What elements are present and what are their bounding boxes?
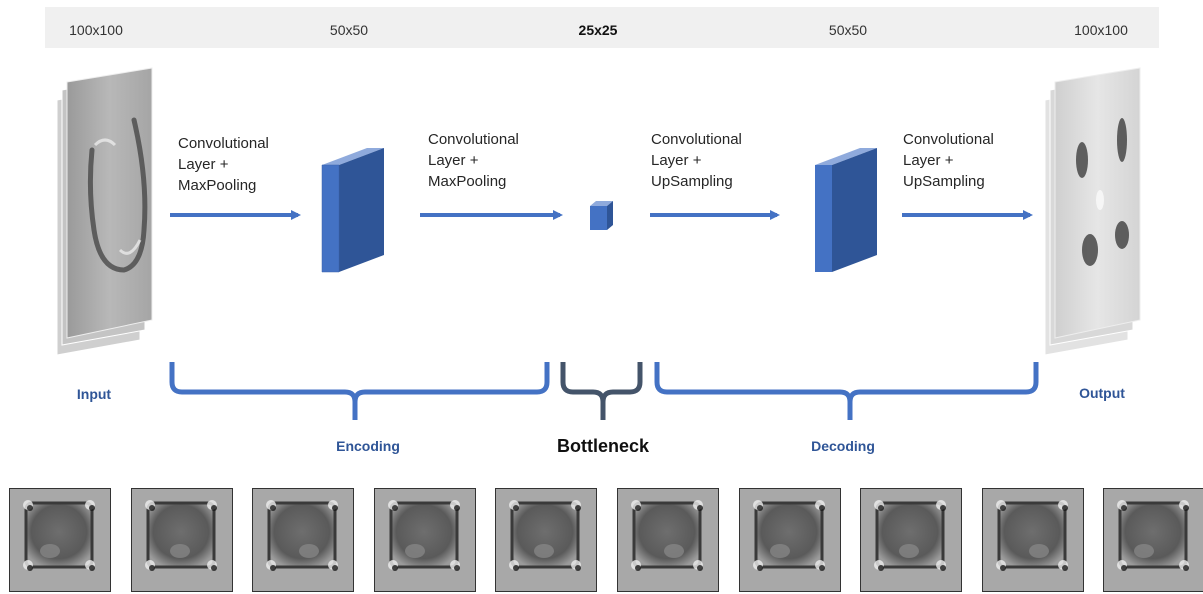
output-label: Output <box>1079 385 1125 401</box>
grayscale-patch-icon <box>253 489 354 591</box>
decoder-feature-block <box>815 148 877 272</box>
grayscale-patch-icon <box>10 489 110 591</box>
output-image-stack <box>1044 67 1141 356</box>
reconstruction-thumbnail <box>860 488 963 592</box>
input-image-stack <box>56 67 153 356</box>
size-header-bar <box>45 7 1159 48</box>
input-label: Input <box>76 386 112 402</box>
encoder-feature-block <box>321 148 384 273</box>
reconstruction-thumbnail <box>981 488 1084 592</box>
reconstruction-thumbnail <box>738 488 841 592</box>
encoding-brace <box>169 362 550 420</box>
reconstruction-thumbnail <box>9 488 111 592</box>
reconstruction-thumbnail <box>373 488 476 592</box>
grayscale-patch-icon <box>861 489 962 591</box>
bottleneck-feature-block <box>590 201 613 230</box>
bottleneck-brace <box>560 362 643 420</box>
size-label-decoder: 50x50 <box>828 22 868 38</box>
grayscale-patch-icon <box>1104 489 1203 591</box>
size-label-bottleneck: 25x25 <box>578 22 618 38</box>
decoding-brace <box>654 362 1039 420</box>
reconstruction-thumbnail <box>1103 488 1203 592</box>
encoding-label: Encoding <box>336 438 400 454</box>
grayscale-patch-icon <box>618 489 718 591</box>
size-label-output: 100x100 <box>1074 22 1128 38</box>
bottleneck-label: Bottleneck <box>556 436 650 456</box>
grayscale-patch-icon <box>496 489 597 591</box>
reconstruction-thumbnail <box>617 488 719 592</box>
size-label-input: 100x100 <box>69 22 123 38</box>
grayscale-patch-icon <box>739 489 840 591</box>
reconstruction-thumbnail <box>130 488 233 592</box>
grayscale-patch-icon <box>982 489 1083 591</box>
grayscale-patch-icon <box>374 489 475 591</box>
grayscale-patch-icon <box>131 489 232 591</box>
reconstruction-thumbnail <box>252 488 355 592</box>
reconstruction-thumbnail <box>495 488 598 592</box>
decoding-label: Decoding <box>811 438 875 454</box>
size-label-encoder: 50x50 <box>329 22 369 38</box>
